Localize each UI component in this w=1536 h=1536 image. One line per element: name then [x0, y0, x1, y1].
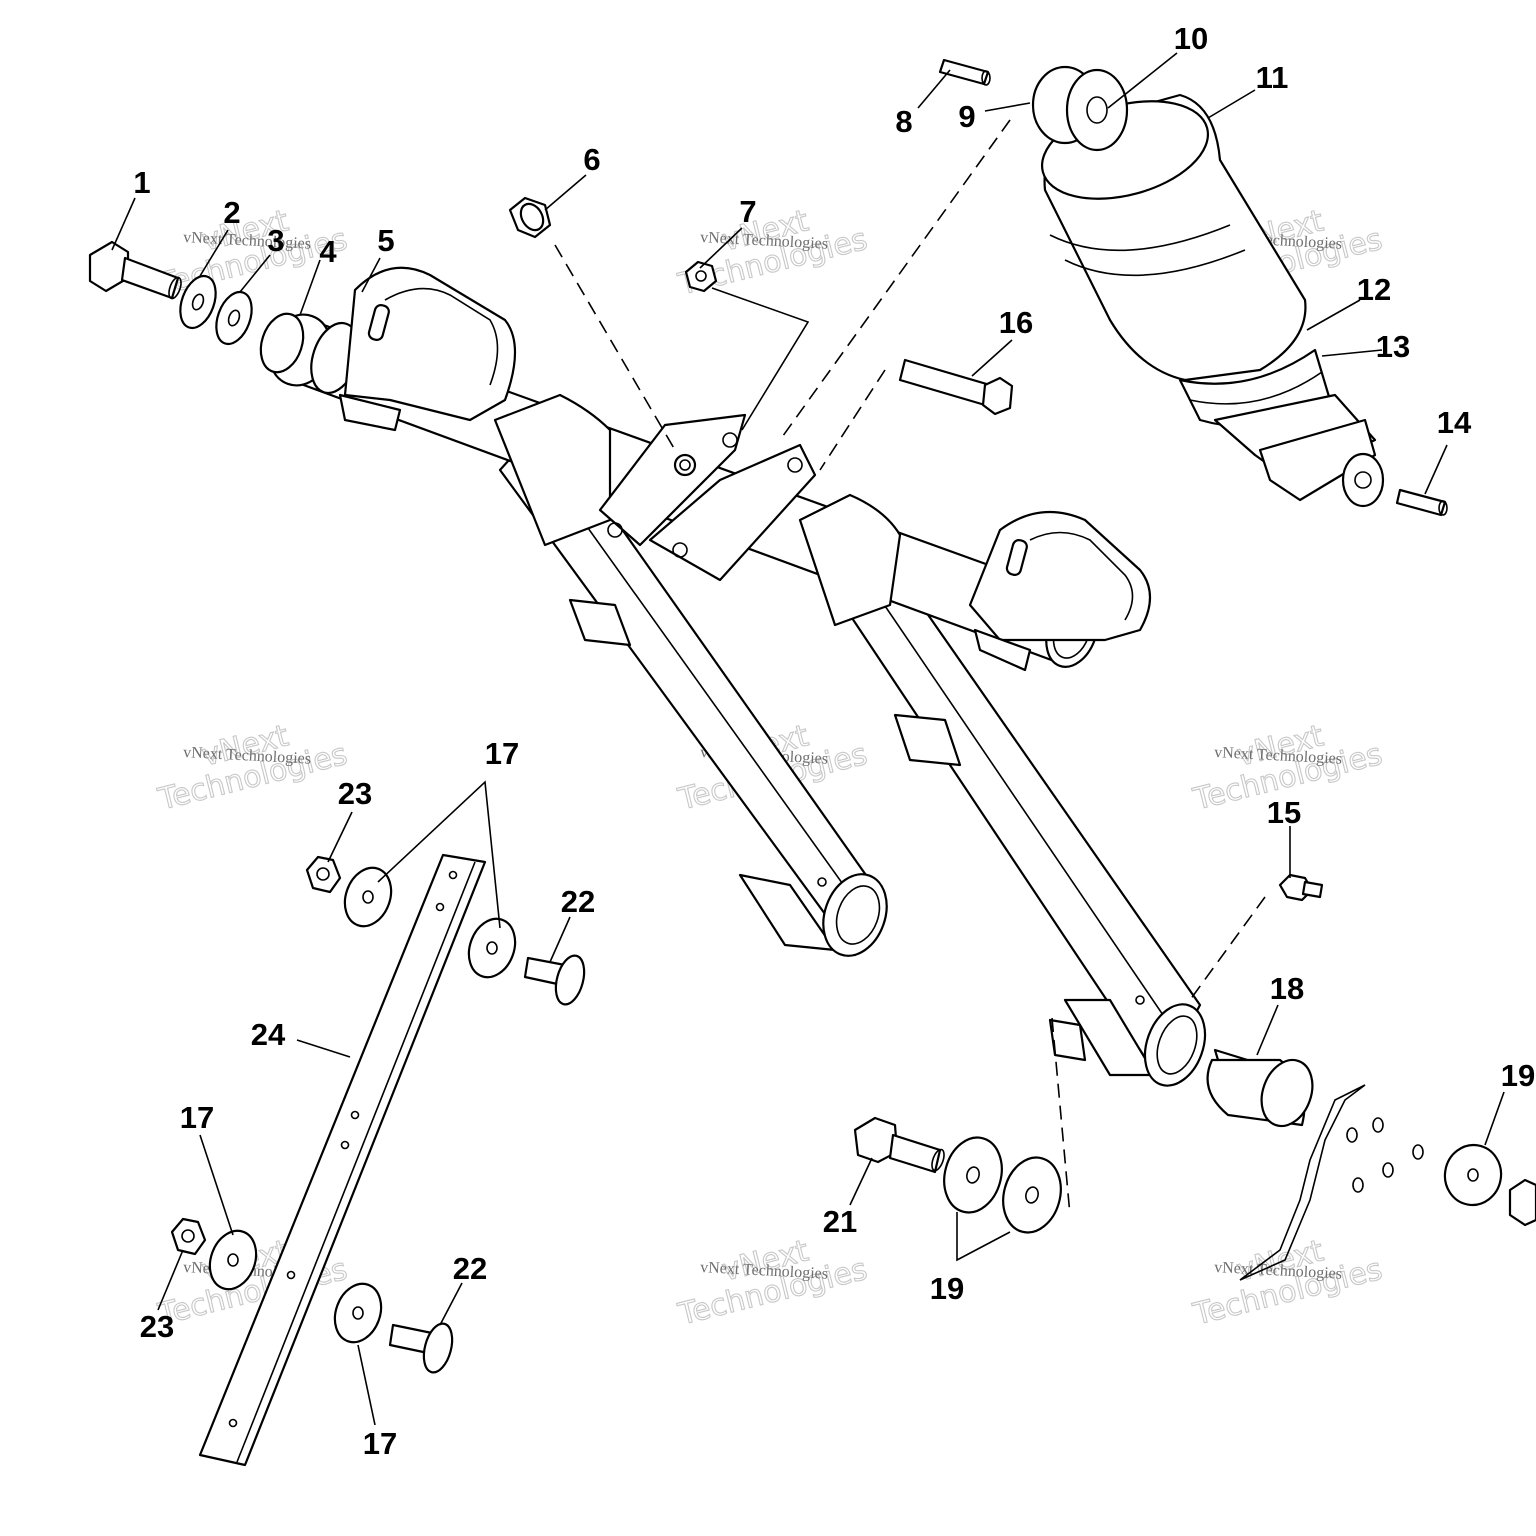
- washer-17-lower: [208, 1229, 258, 1291]
- assembly-lines: [554, 119, 1266, 1216]
- callout-9: 9: [958, 99, 975, 134]
- grease-fitting-6: [508, 196, 552, 239]
- pin-22-bottom: [388, 1322, 454, 1374]
- leader-lines: [111, 52, 1505, 1426]
- left-bracket: [338, 266, 517, 432]
- watermark-caption-bottom-center: vNext Technologies: [700, 1259, 829, 1283]
- callout-21: 21: [823, 1204, 857, 1239]
- bushing-18: [1206, 1048, 1314, 1128]
- callout-17-bottom: 17: [363, 1426, 397, 1461]
- bolt-16: [898, 358, 1014, 416]
- watermark-caption-mid-right: vNext Technologies: [1214, 744, 1343, 768]
- washers-19-lower: [943, 1136, 1062, 1234]
- callout-13: 13: [1376, 329, 1410, 364]
- nut-23-top: [305, 855, 342, 894]
- washer-19-right: [1443, 1143, 1536, 1227]
- callout-22-top: 22: [561, 884, 595, 919]
- callout-14: 14: [1437, 405, 1472, 440]
- callout-17-left: 17: [180, 1100, 214, 1135]
- shock-absorber: [1031, 65, 1385, 508]
- callout-19-right: 19: [1501, 1058, 1535, 1093]
- right-bracket: [968, 510, 1151, 672]
- callout-11: 11: [1256, 60, 1289, 95]
- washer-17-bottom: [333, 1282, 383, 1344]
- callout-10: 10: [1174, 21, 1208, 56]
- callout-labels: 1 2 3 4 5 6 7 8 9 10 11 12 13 14 15 16 1…: [133, 21, 1535, 1461]
- callout-6: 6: [583, 142, 600, 177]
- callout-18: 18: [1270, 971, 1304, 1006]
- center-brackets: [598, 413, 817, 582]
- callout-24: 24: [251, 1017, 286, 1052]
- callout-3: 3: [267, 223, 284, 258]
- callout-7: 7: [739, 194, 756, 229]
- bushing-4: [259, 312, 305, 374]
- callout-19-bottom: 19: [930, 1271, 964, 1306]
- pin-8: [938, 58, 991, 86]
- callout-22-bottom: 22: [453, 1251, 487, 1286]
- callout-1: 1: [133, 165, 150, 200]
- pin-22-top: [523, 954, 586, 1006]
- callout-16: 16: [999, 305, 1033, 340]
- callout-23-top: 23: [338, 776, 372, 811]
- callout-2: 2: [223, 195, 240, 230]
- watermark-caption-top-left: vNext Technologies: [183, 229, 312, 253]
- callout-12: 12: [1357, 272, 1391, 307]
- washer-17-top-left: [343, 866, 393, 928]
- washer-17-top-right: [467, 917, 517, 979]
- callout-15: 15: [1267, 795, 1301, 830]
- nut-23-lower: [170, 1217, 207, 1256]
- strap-24: [198, 853, 487, 1467]
- nut-7: [684, 260, 718, 293]
- watermark-caption-top-center: vNext Technologies: [700, 229, 829, 253]
- partial-plate-right: [1239, 1084, 1424, 1281]
- callout-4: 4: [319, 234, 337, 269]
- bolt-1: [88, 240, 182, 300]
- grease-fitting-15: [1278, 873, 1324, 902]
- watermark-caption-mid-left: vNext Technologies: [183, 744, 312, 768]
- bolt-21: [853, 1116, 945, 1174]
- callout-17-top: 17: [485, 736, 519, 771]
- pin-14: [1395, 488, 1448, 517]
- callout-8: 8: [895, 104, 912, 139]
- washers-2-3: [179, 274, 253, 346]
- callout-5: 5: [377, 223, 394, 258]
- callout-23-bottom: 23: [140, 1309, 174, 1344]
